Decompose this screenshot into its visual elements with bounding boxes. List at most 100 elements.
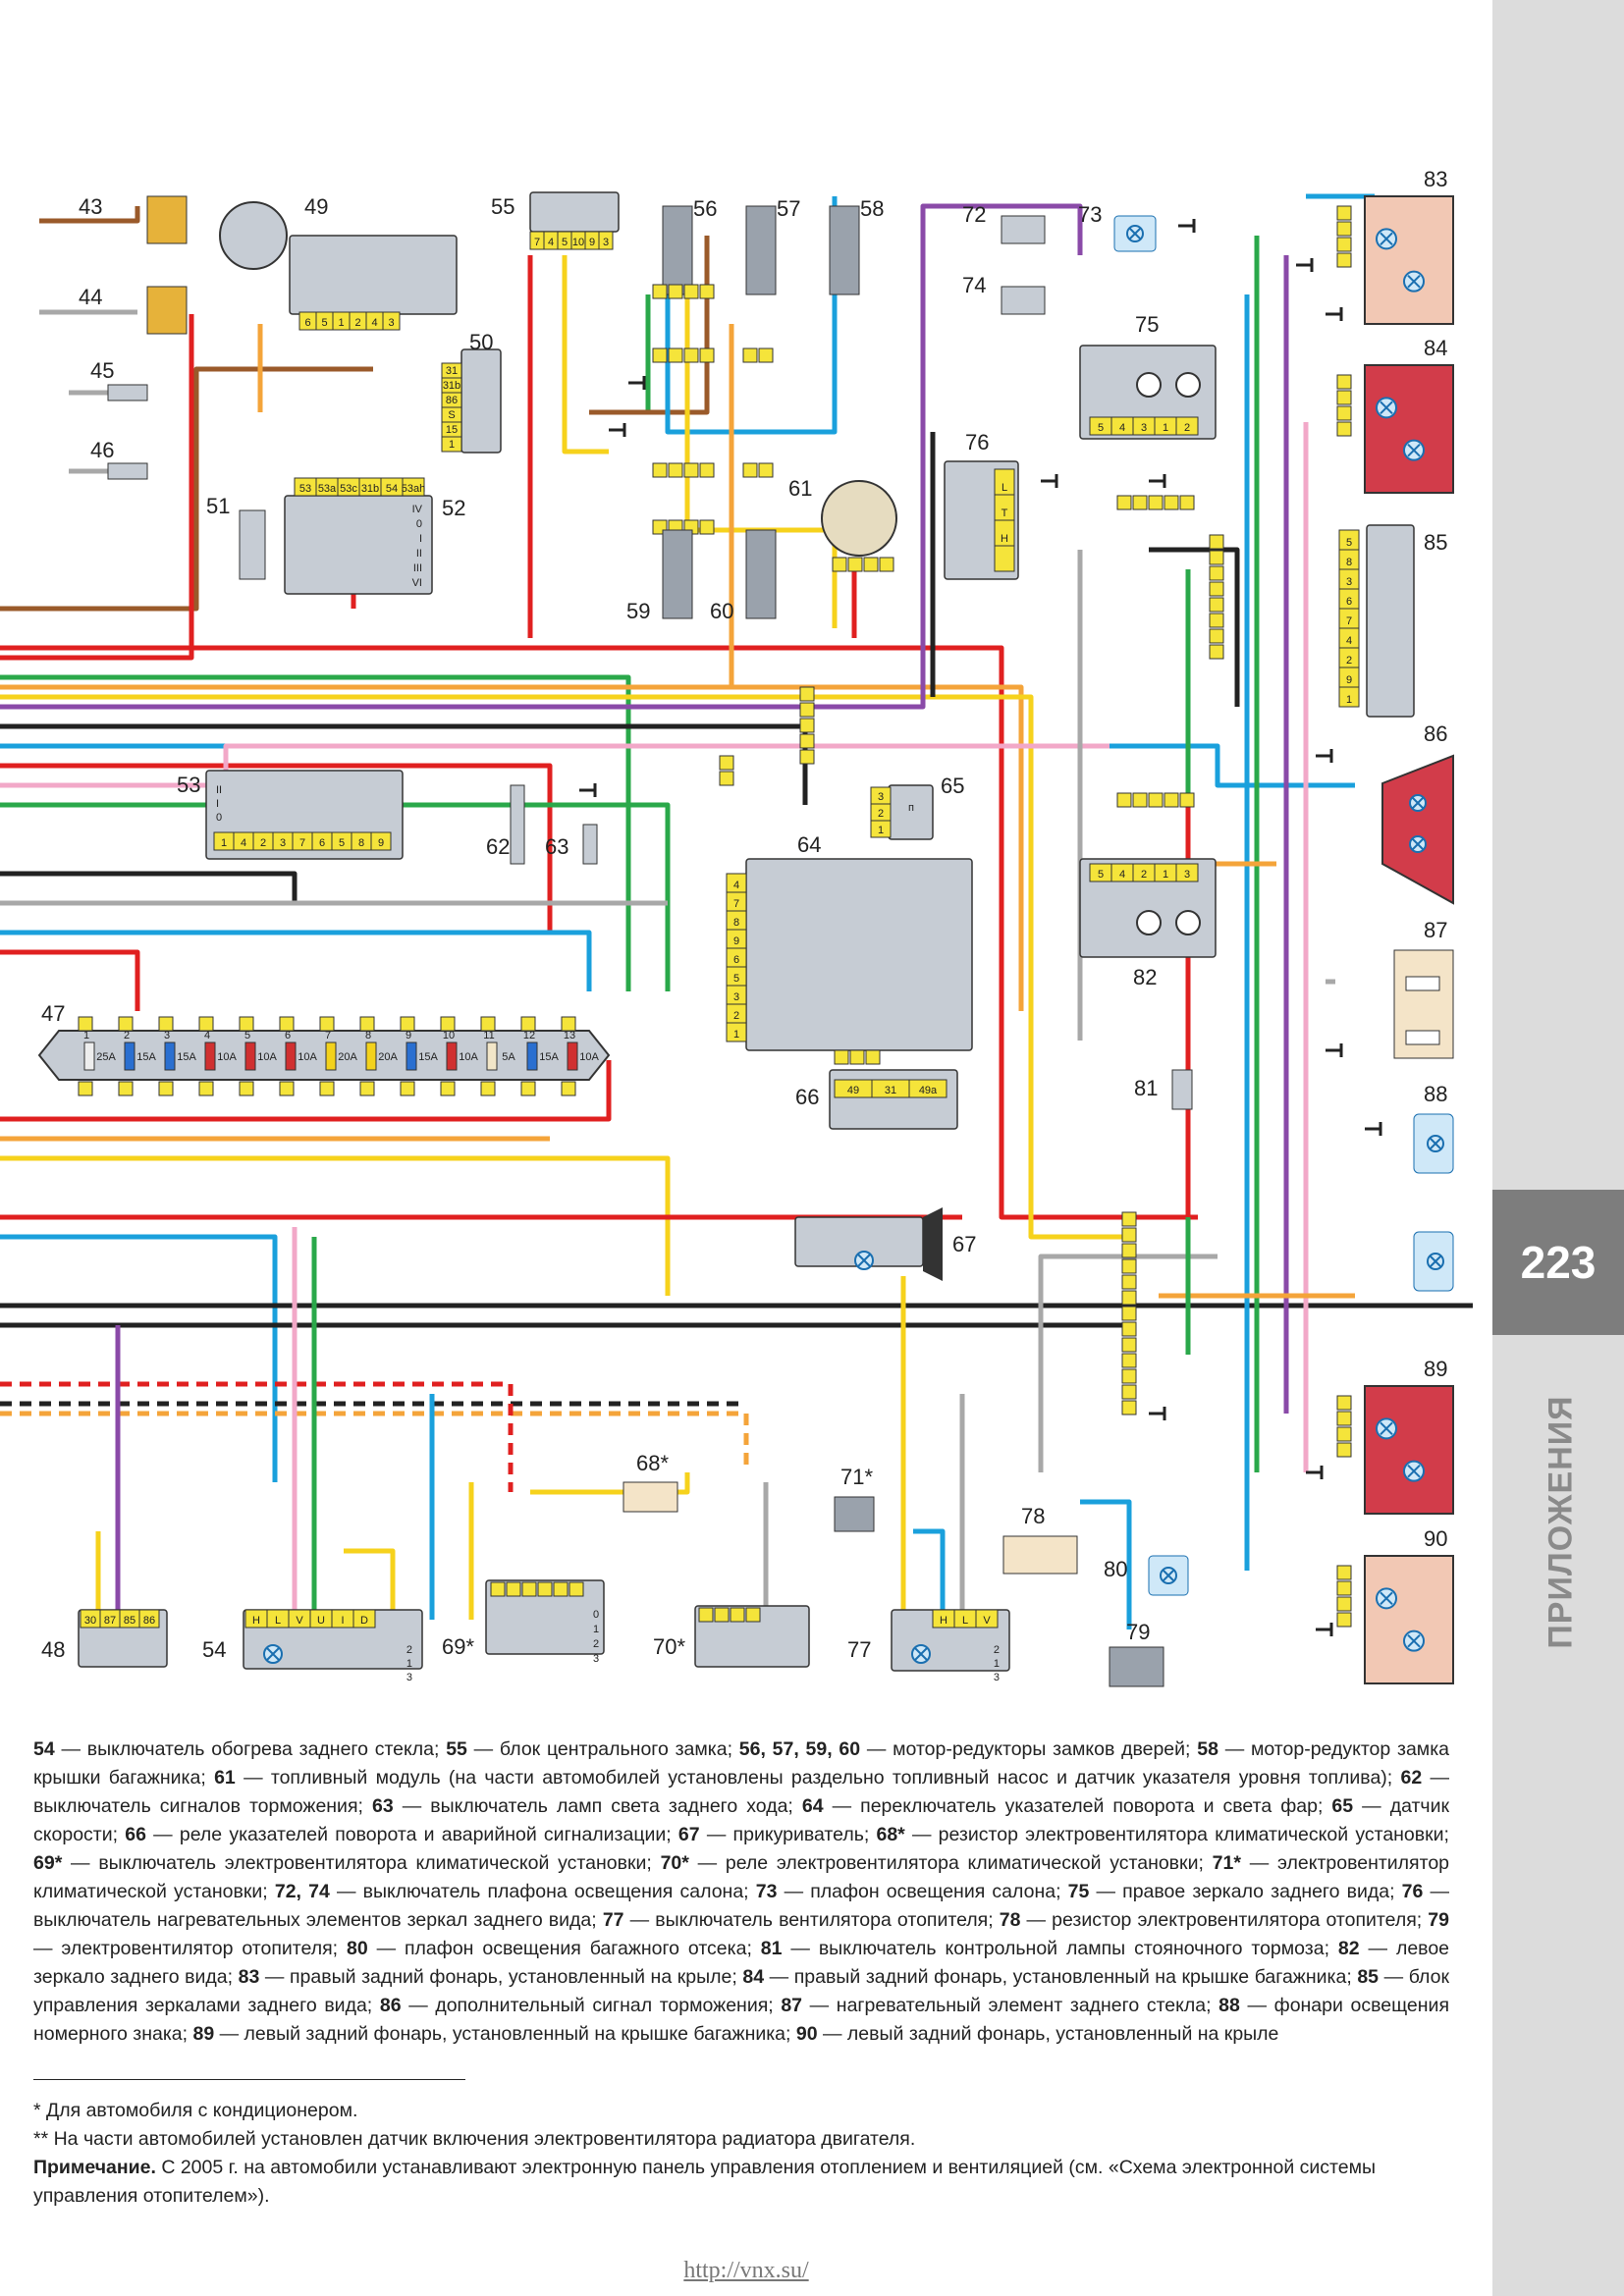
- note-label: Примечание.: [33, 2157, 156, 2178]
- pin-label: 3: [1141, 422, 1147, 434]
- footnote-divider: [33, 2079, 465, 2080]
- resistor-78-body: [1002, 1535, 1078, 1575]
- pin-label: 9: [733, 935, 739, 947]
- legend-description: — резистор электровентилятора отопителя;: [1020, 1909, 1429, 1931]
- legend-description: — электровентилятор отопителя;: [33, 1938, 347, 1959]
- connector-pin: [1148, 792, 1164, 808]
- connector-pin: [849, 1049, 865, 1065]
- fuse: [164, 1041, 176, 1071]
- heater-element: [1405, 976, 1440, 991]
- pin-label: 49a: [919, 1085, 938, 1096]
- connector-pin: [279, 1016, 295, 1032]
- fuse: [244, 1041, 256, 1071]
- legend-description: — датчик скорости;: [33, 1795, 1450, 1845]
- connector-pin: [279, 1081, 295, 1096]
- connector-pin: [239, 1081, 254, 1096]
- component-86-number: 86: [1424, 721, 1447, 746]
- pin-label: 53: [299, 483, 311, 495]
- connector-pin: [1148, 495, 1164, 510]
- pin-label: 3: [1184, 869, 1190, 881]
- connector-pin: [1336, 237, 1352, 252]
- fuse-rating: 15A: [136, 1051, 156, 1063]
- footnote-air-conditioning: * Для автомобиля с кондиционером.: [33, 2100, 358, 2121]
- resistor-68-body: [623, 1481, 678, 1513]
- connector-pin: [1121, 1400, 1137, 1415]
- fuse-number: 3: [164, 1030, 170, 1041]
- connector-pin: [158, 1081, 174, 1096]
- connector-pin: [1336, 1411, 1352, 1426]
- legend-description: — фонари освещения номерного знака;: [33, 1995, 1450, 2045]
- connector-pin: [1336, 1426, 1352, 1442]
- connector-pin: [1336, 252, 1352, 268]
- fan-switch-69-body: [485, 1579, 605, 1655]
- connector-pin: [668, 462, 683, 478]
- component-62-number: 62: [486, 834, 510, 859]
- pin-label: 4: [241, 837, 246, 849]
- legend-number: 80: [346, 1938, 368, 1959]
- connector-pin: [1336, 390, 1352, 405]
- component-number: 57: [777, 196, 800, 221]
- pin-label: 53a: [318, 483, 337, 495]
- ground-symbol: [1316, 1623, 1333, 1636]
- wire: [665, 196, 838, 435]
- fuse-number: 5: [244, 1030, 250, 1041]
- connector-pin: [699, 462, 715, 478]
- legend-description: — выключатель контрольной лампы стояночн…: [782, 1938, 1338, 1959]
- door-switch-74-body: [1001, 286, 1046, 315]
- connector-pin: [1209, 581, 1224, 597]
- component-75-number: 75: [1135, 312, 1159, 337]
- connector-pin: [520, 1016, 536, 1032]
- ground-symbol: [1326, 307, 1343, 321]
- pin-label: 3: [388, 317, 394, 329]
- legend-description: — выключатель вентилятора отопителя;: [623, 1909, 1000, 1931]
- wire: [913, 1528, 946, 1620]
- pin-cell: [870, 820, 892, 838]
- component-53-number: 53: [177, 773, 200, 797]
- pin-label: L: [1001, 482, 1007, 494]
- legend-number: 87: [781, 1995, 803, 2016]
- pin-label: 5: [562, 237, 568, 248]
- pin-label: 1: [878, 825, 884, 836]
- connector-pin: [506, 1581, 521, 1597]
- lamp-cross: [914, 1647, 928, 1661]
- sensor-46-body: [107, 462, 148, 480]
- legend-number: 79: [1428, 1909, 1449, 1931]
- lock-motor-body: [662, 529, 693, 619]
- component-80-number: 80: [1104, 1557, 1127, 1581]
- connector-pin: [1121, 1321, 1137, 1337]
- brake-light-86-body: [1381, 754, 1454, 905]
- speed-sensor-65-mark: п: [908, 802, 914, 814]
- fuse: [446, 1041, 458, 1071]
- lock-motor-body: [745, 205, 777, 295]
- pin-cell: [994, 545, 1015, 572]
- connector-pin: [683, 462, 699, 478]
- pin-label: 10: [572, 237, 584, 248]
- connector-pin: [1336, 1565, 1352, 1580]
- legend-description: — правый задний фонарь, установленный на…: [259, 1966, 743, 1988]
- fuse-rating: 10A: [217, 1051, 237, 1063]
- pin-cell: [975, 1609, 999, 1629]
- pin-label: 87: [104, 1615, 116, 1627]
- pin-label: 86: [446, 395, 458, 406]
- pin-label: 1: [449, 439, 455, 451]
- source-url[interactable]: http://vnx.su/: [683, 2258, 809, 2283]
- pin-label: 6: [319, 837, 325, 849]
- component-82-number: 82: [1133, 965, 1157, 989]
- lamp-cross: [1407, 1633, 1421, 1648]
- legend-number: 55: [446, 1738, 467, 1760]
- ground-symbol: [609, 423, 626, 437]
- connector-pin: [1121, 1384, 1137, 1400]
- legend-description: — топливный модуль (на части автомобилей…: [235, 1767, 1401, 1789]
- component-76-number: 76: [965, 430, 989, 454]
- connector-pin: [553, 1581, 568, 1597]
- pin-label: S: [448, 409, 455, 421]
- connector-pin: [1121, 1306, 1137, 1321]
- connector-pin: [652, 462, 668, 478]
- wiper-motor-49-housing: [289, 235, 458, 315]
- pin-label: 6: [1346, 596, 1352, 608]
- lamp-cross: [1429, 1255, 1442, 1268]
- legend-description: — правое зеркало заднего вида;: [1089, 1881, 1402, 1902]
- legend-description: — реле электровентилятора климатической …: [688, 1852, 1213, 1874]
- legend-description: — левое зеркало заднего вида;: [33, 1938, 1450, 1988]
- wire: [0, 1234, 278, 1482]
